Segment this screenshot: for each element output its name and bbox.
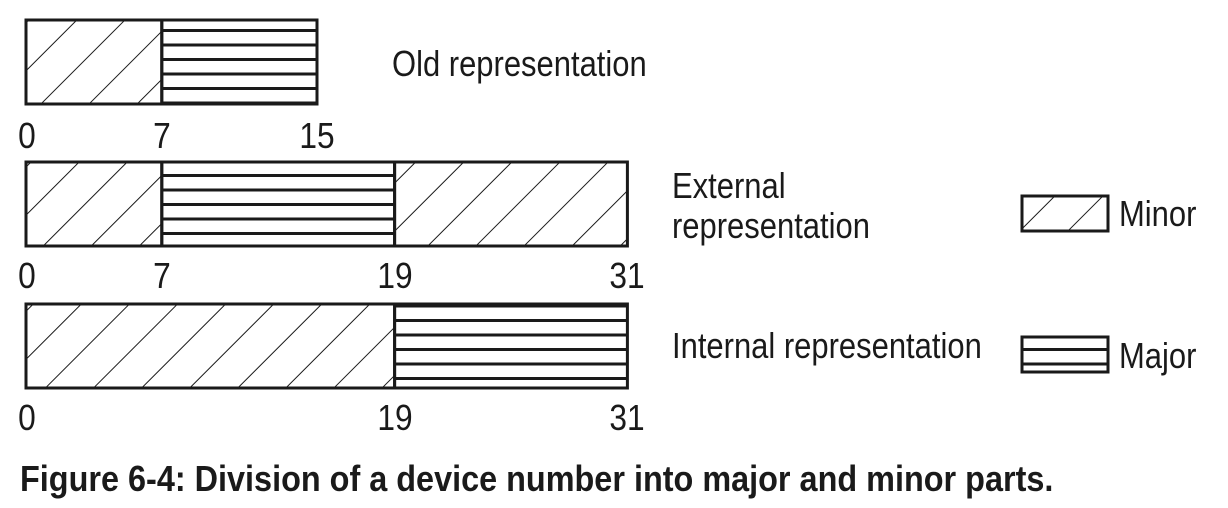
row-1-tick-label: 7 [152,255,171,296]
row-label-external: External representation [672,165,870,246]
row-0-minor-segment-0 [24,18,164,106]
row-1-minor-segment-2 [393,160,629,248]
legend-major-swatch [1020,335,1110,374]
row-2-tick-label: 0 [18,397,36,438]
legend-minor-swatch [1020,194,1110,233]
row-1-tick-label: 0 [18,255,36,296]
row-2-major-segment-1 [393,302,629,390]
row-1-tick-label: 19 [376,255,413,296]
figure-caption: Figure 6-4: Division of a device number … [20,458,1054,499]
row-1-minor-segment-0 [24,160,164,248]
row-2-tick-label: 19 [376,397,413,438]
row-0-tick-label: 0 [18,115,36,156]
row-0-tick-label: 15 [299,115,335,156]
legend-major-label: Major [1119,335,1197,376]
row-2-minor-segment-0 [24,302,397,390]
row-0-tick-label: 7 [152,115,171,156]
row-2-tick-label: 31 [609,397,646,438]
row-1-tick-label: 31 [609,255,646,296]
row-0-major-segment-1 [160,18,319,106]
row-1-major-segment-1 [160,160,397,248]
row-label-old: Old representation [392,43,647,84]
row-label-internal: Internal representation [672,325,982,366]
legend-minor-label: Minor [1119,193,1197,234]
